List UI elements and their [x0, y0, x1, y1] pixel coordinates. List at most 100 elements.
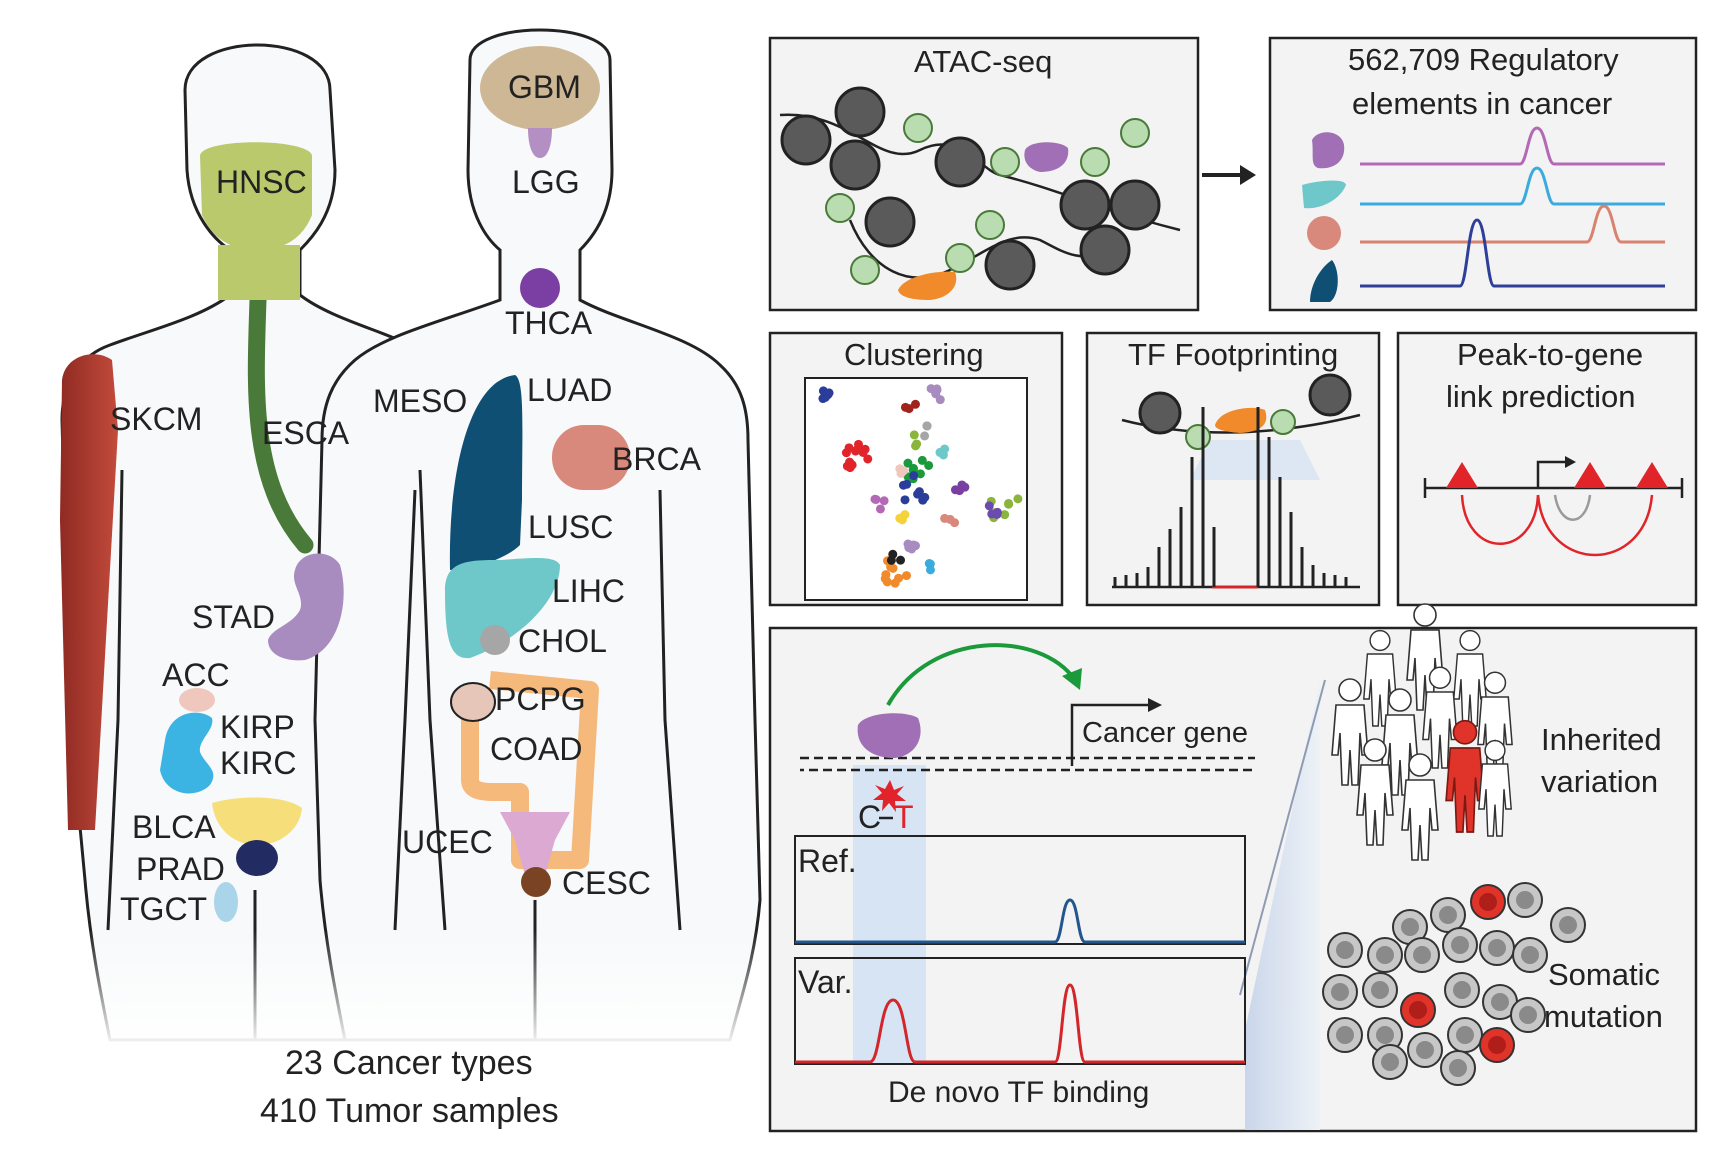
panel-clustering: Clustering [768, 331, 1064, 607]
cluster-point [935, 395, 945, 405]
luad-organ [449, 375, 523, 570]
label-skcm: SKCM [110, 401, 202, 437]
peak-gene-title-2: link prediction [1446, 379, 1636, 414]
organs [60, 46, 630, 922]
cell-nucleus [1488, 939, 1506, 957]
somatic-line-1: Somatic [1548, 957, 1660, 992]
regulatory-title-2: elements in cancer [1352, 86, 1612, 121]
label-lihc: LIHC [552, 573, 625, 609]
inherited-line-1: Inherited [1541, 722, 1662, 757]
peak-gene-tss-arrowhead [1565, 456, 1576, 468]
cluster-point [896, 468, 906, 478]
person [1401, 753, 1439, 861]
var-track-label: Var. [798, 964, 853, 1000]
cluster-point [910, 399, 920, 409]
label-coad: COAD [490, 731, 582, 767]
cell-nucleus [1519, 1006, 1537, 1024]
cluster-point [922, 421, 932, 431]
lihc-organ [445, 557, 560, 659]
cluster-point [950, 518, 960, 528]
cluster-point [895, 513, 905, 523]
label-lgg: LGG [512, 164, 580, 200]
footprint-tn5-right [1270, 409, 1296, 435]
cluster-point [920, 431, 930, 441]
footprinting-title: TF Footprinting [1128, 337, 1338, 372]
label-luad: LUAD [527, 372, 612, 408]
cluster-point [940, 513, 950, 523]
pcpg-organ [450, 682, 496, 722]
cluster-point [896, 555, 906, 565]
cell-nucleus [1336, 1026, 1354, 1044]
cluster-point [900, 495, 910, 505]
peak-gene-frame [1396, 331, 1698, 607]
label-tgct: TGCT [120, 891, 207, 927]
cluster-point [925, 559, 935, 569]
clustering-points [818, 384, 1023, 588]
brca-organ [552, 425, 630, 490]
cell-nucleus [1409, 1001, 1427, 1019]
esca-organ [247, 291, 314, 554]
cancer-gene-tss [1070, 703, 1150, 766]
regulatory-title-1: 562,709 Regulatory [1348, 42, 1619, 77]
atac-tn5-enzymes [825, 113, 1150, 285]
person [1477, 671, 1513, 774]
panel-atac-seq: ATAC-seq [768, 36, 1200, 312]
label-meso: MESO [373, 383, 467, 419]
human-bodies [40, 28, 780, 1050]
var-track-signal [795, 983, 1245, 1064]
cluster-point [1000, 510, 1010, 520]
cell-nucleus [1559, 916, 1577, 934]
track-purple [1360, 126, 1665, 166]
peak-gene-peak-2 [1574, 462, 1606, 488]
person [1356, 738, 1394, 846]
cluster-point [903, 458, 913, 468]
cluster-point [909, 463, 919, 473]
ref-track-signal [795, 898, 1245, 944]
cell-nucleus [1453, 981, 1471, 999]
left-inner-arm-line [418, 469, 447, 931]
thca-organ [520, 268, 560, 308]
acc-organ [179, 688, 215, 712]
gbm-organ [480, 46, 600, 130]
peak-gene-link-1 [1460, 494, 1540, 545]
cluster-point [984, 501, 994, 511]
label-cesc: CESC [562, 865, 651, 901]
de-novo-caption: De novo TF binding [888, 1076, 1149, 1109]
cell-nucleus [1381, 1053, 1399, 1071]
cluster-point [890, 578, 900, 588]
cancer-gene-arrowhead [1148, 698, 1162, 712]
cell-nucleus [1491, 993, 1509, 1011]
atac-nucleosomes [780, 86, 1161, 291]
variant-wedge [1245, 680, 1320, 1130]
cluster-point [1013, 494, 1023, 504]
mutation-c: C [858, 799, 881, 835]
track-teal [1360, 166, 1600, 206]
cluster-point [909, 430, 919, 440]
ucec-organ [500, 812, 570, 875]
cluster-point [882, 577, 892, 587]
regulatory-salmon-icon [1307, 216, 1341, 250]
person [1331, 678, 1369, 786]
variant-highlight-column [853, 765, 926, 1063]
summary-cancer-types: 23 Cancer types [285, 1044, 533, 1082]
footprint-nucleosome-right [1308, 373, 1352, 417]
cluster-point [924, 460, 934, 470]
label-stad: STAD [192, 599, 275, 635]
cluster-point [926, 384, 936, 394]
cell-nucleus [1416, 1041, 1434, 1059]
person [1381, 688, 1419, 796]
label-kirp: KIRP [220, 709, 295, 745]
atac-dna-strand-lower [848, 219, 1111, 279]
chol-organ [480, 625, 510, 655]
cell-nucleus [1376, 946, 1394, 964]
label-hnsc: HNSC [216, 164, 307, 200]
binding-arrowhead [1062, 668, 1082, 690]
track-salmon [1360, 204, 1665, 244]
atac-tf-purple [1024, 142, 1069, 172]
mutation-t: T [894, 799, 914, 835]
cell-nucleus [1376, 1026, 1394, 1044]
cluster-point [879, 496, 889, 506]
footprint-nucleosome-left [1138, 391, 1182, 435]
cluster-point [820, 392, 830, 402]
cluster-point [902, 571, 912, 581]
